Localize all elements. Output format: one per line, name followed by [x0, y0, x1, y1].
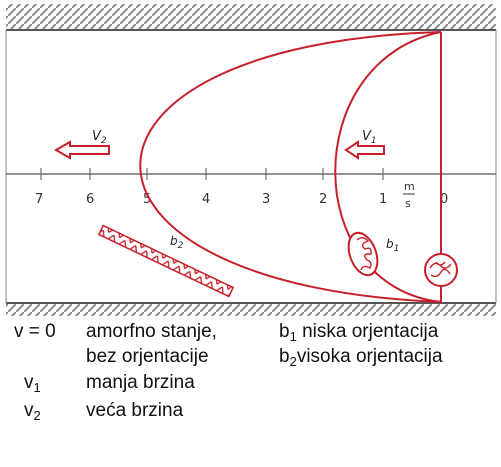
legend-v0-text2: bez orjentacije [86, 347, 209, 367]
profile-v2 [140, 32, 441, 302]
tick-label-6: 6 [86, 192, 94, 207]
top-wall [6, 4, 496, 30]
label-b1: b1 [386, 237, 399, 254]
label-v2: V2 [92, 129, 107, 146]
unit-denominator: s [405, 197, 411, 210]
tick-label-7: 7 [35, 192, 43, 207]
molecule-b2-icon [99, 225, 233, 296]
tick-label-2: 2 [319, 192, 327, 207]
legend: v = 0 amorfno stanje, bez orjentacije v1… [0, 318, 501, 462]
legend-v2-text: veća brzina [86, 401, 183, 421]
unit-numerator: m [404, 180, 415, 193]
molecule-v0-icon [425, 254, 457, 286]
legend-v2-symbol: v2 [24, 401, 41, 426]
arrow-v1-icon [346, 142, 384, 158]
bottom-wall [6, 303, 496, 316]
legend-v0-symbol: v = 0 [14, 322, 56, 342]
legend-v1-symbol: v1 [24, 373, 41, 398]
legend-v1-text: manja brzina [86, 373, 195, 393]
tick-label-3: 3 [262, 192, 270, 207]
tick-label-4: 4 [202, 192, 210, 207]
tick-label-1: 1 [379, 192, 387, 207]
legend-v0-text: amorfno stanje, [86, 322, 217, 342]
label-b2: b2 [170, 234, 184, 251]
legend-b1: b1 niska orjentacija [279, 322, 438, 347]
label-v1: V1 [362, 129, 377, 146]
legend-b2: b2visoka orjentacija [279, 347, 443, 372]
